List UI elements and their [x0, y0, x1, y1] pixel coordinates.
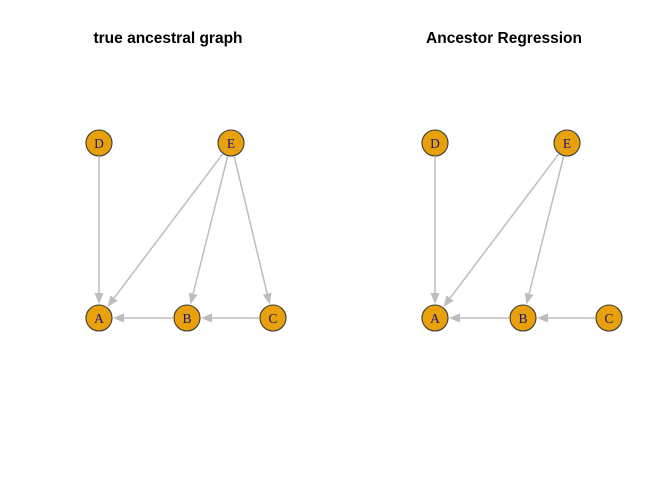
node-label-e: E [563, 136, 571, 151]
node-circle-b[interactable] [509, 304, 537, 332]
node-label-c: C [268, 311, 277, 326]
arrowhead-e-to-a [107, 295, 118, 307]
node-a[interactable]: A [85, 304, 113, 332]
arrowhead-c-to-b [537, 313, 548, 323]
graph-diagram-right: D E A B C [421, 129, 623, 332]
edge-e-to-c [233, 156, 268, 294]
arrowhead-e-to-a [443, 295, 454, 307]
node-circle-e[interactable] [217, 129, 245, 157]
node-label-a: A [94, 311, 104, 326]
edge-e-to-a [113, 153, 224, 299]
node-circle-c[interactable] [259, 304, 287, 332]
panel-title-right: Ancestor Regression [426, 30, 582, 47]
node-label-d: D [94, 136, 104, 151]
arrowhead-e-to-b [188, 292, 198, 305]
node-circle-a[interactable] [421, 304, 449, 332]
node-circle-d[interactable] [85, 129, 113, 157]
node-b[interactable]: B [509, 304, 537, 332]
node-b[interactable]: B [173, 304, 201, 332]
arrowhead-d-to-a [430, 293, 440, 304]
node-c[interactable]: C [595, 304, 623, 332]
node-d[interactable]: D [421, 129, 449, 157]
arrowhead-b-to-a [449, 313, 460, 323]
edge-e-to-a [449, 153, 560, 299]
node-circle-a[interactable] [85, 304, 113, 332]
graph-diagram-left: D E A B C [85, 129, 287, 332]
node-label-e: E [227, 136, 235, 151]
node-label-b: B [518, 311, 527, 326]
node-circle-d[interactable] [421, 129, 449, 157]
node-circle-c[interactable] [595, 304, 623, 332]
node-label-a: A [430, 311, 440, 326]
arrowhead-e-to-c [262, 292, 272, 305]
panel-ancestor-regression: Ancestor Regression D E A B C [336, 0, 672, 480]
node-label-b: B [182, 311, 191, 326]
node-a[interactable]: A [421, 304, 449, 332]
arrowhead-b-to-a [113, 313, 124, 323]
node-label-d: D [430, 136, 440, 151]
arrowhead-d-to-a [94, 293, 104, 304]
edge-e-to-b [192, 156, 229, 294]
node-d[interactable]: D [85, 129, 113, 157]
node-e[interactable]: E [217, 129, 245, 157]
node-circle-e[interactable] [553, 129, 581, 157]
panel-title-left: true ancestral graph [93, 30, 243, 47]
node-circle-b[interactable] [173, 304, 201, 332]
node-c[interactable]: C [259, 304, 287, 332]
panel-true-ancestral-graph: true ancestral graph D E A B C [85, 30, 287, 332]
node-e[interactable]: E [553, 129, 581, 157]
node-label-c: C [604, 311, 613, 326]
edge-e-to-b [528, 156, 565, 294]
arrowhead-e-to-b [524, 292, 534, 305]
arrowhead-c-to-b [201, 313, 212, 323]
